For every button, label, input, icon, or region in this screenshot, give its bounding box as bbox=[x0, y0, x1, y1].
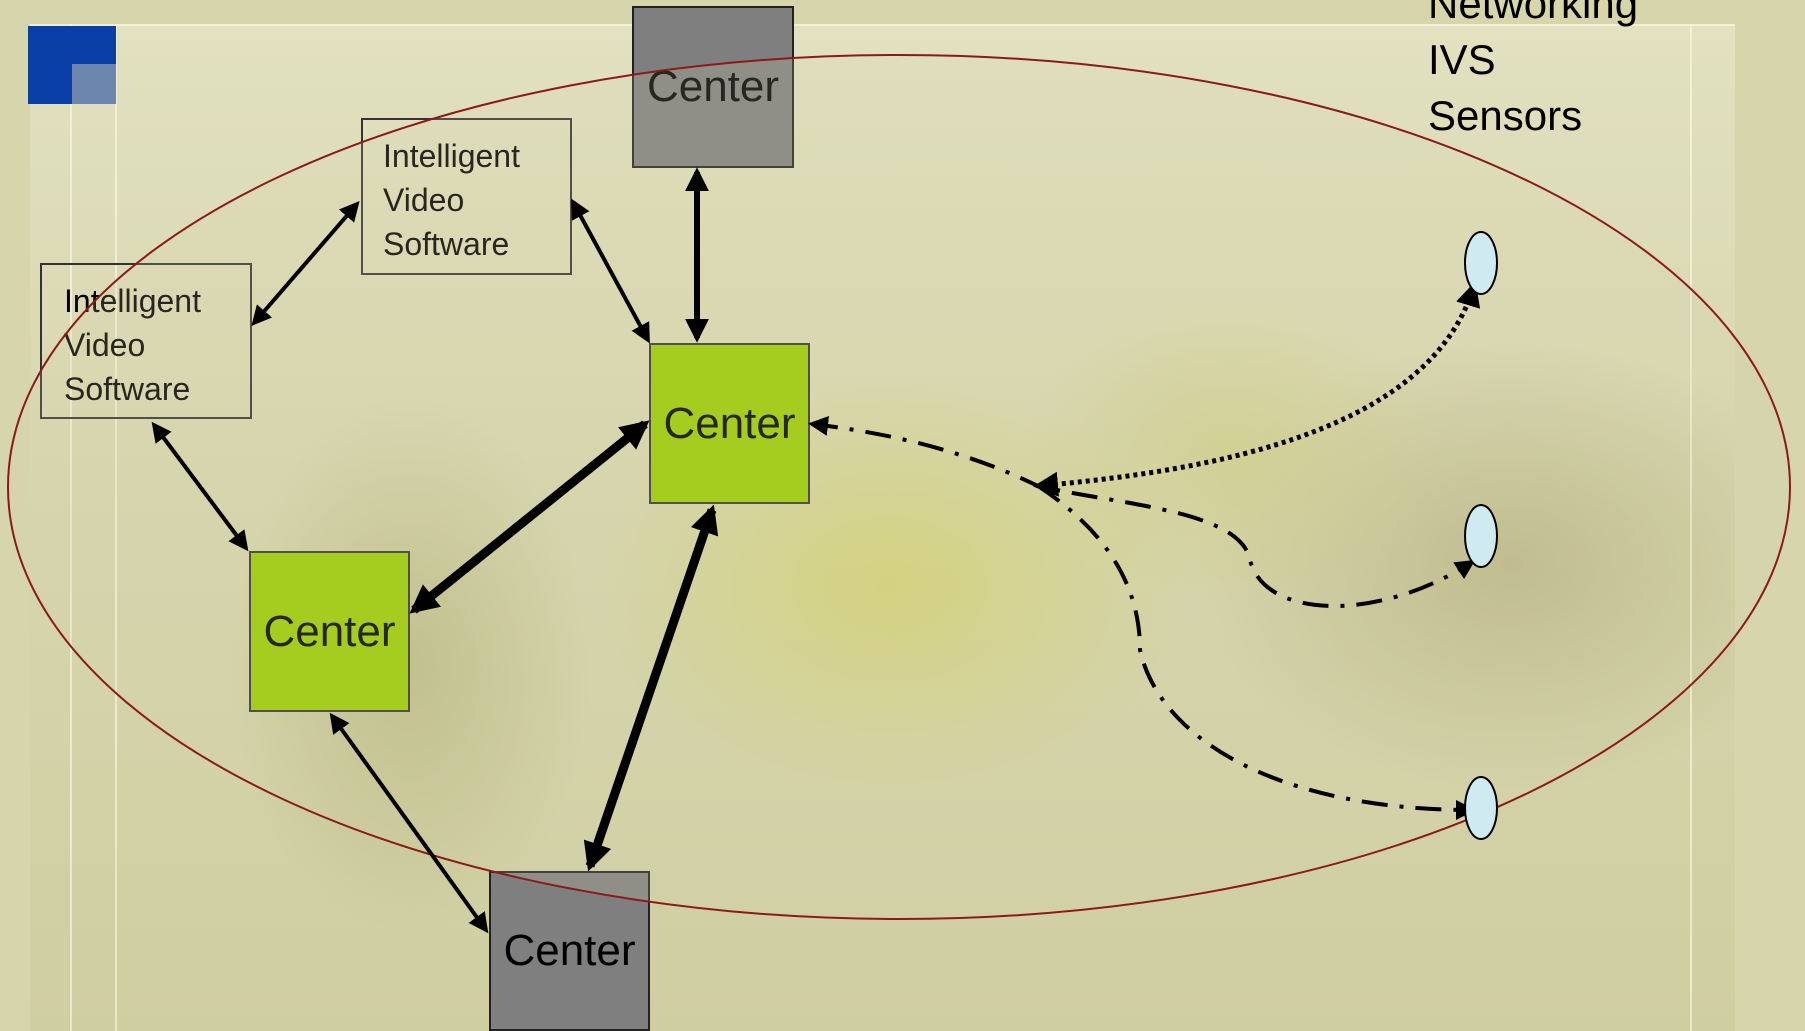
ivs-box-top-line1: Intelligent bbox=[383, 134, 570, 178]
legend-sensors: Sensors bbox=[1428, 92, 1583, 139]
link-ivs-left-to-ivs-top bbox=[251, 200, 360, 327]
link-ivs-left-to-center-left bbox=[151, 421, 249, 552]
sensor-middle-icon bbox=[1464, 504, 1498, 568]
ivs-box-left-line1: Intelligent bbox=[64, 279, 250, 323]
legend-ivs: IVS bbox=[1428, 36, 1496, 83]
legend: Networking IVS Sensors bbox=[1428, 0, 1638, 144]
link-center-main-to-center-bottom bbox=[583, 504, 719, 872]
center-node-main-green: Center bbox=[649, 343, 810, 504]
center-node-top-gray: Center bbox=[632, 6, 794, 168]
logo-square-accent-icon bbox=[72, 64, 116, 104]
sensor-bottom-icon bbox=[1464, 776, 1498, 840]
legend-networking: Networking bbox=[1428, 0, 1639, 27]
network-ellipse bbox=[7, 54, 1791, 920]
center-node-left-green-label: Center bbox=[263, 607, 395, 657]
frame-line-top bbox=[30, 24, 1735, 26]
ivs-box-left: Intelligent Video Software bbox=[40, 263, 252, 419]
link-ivs-top-to-center-main bbox=[571, 198, 650, 344]
link-center-main-to-center-left bbox=[409, 420, 650, 614]
ivs-box-left-line2: Video bbox=[64, 323, 250, 367]
sensor-top-icon bbox=[1464, 231, 1498, 295]
center-node-main-green-label: Center bbox=[663, 399, 795, 449]
center-node-left-green: Center bbox=[249, 551, 410, 712]
link-center-main-to-sensor-middle bbox=[808, 415, 1476, 608]
ivs-box-top-line3: Software bbox=[383, 222, 570, 266]
frame-line-left bbox=[70, 24, 72, 1031]
ivs-box-left-line3: Software bbox=[64, 367, 250, 411]
center-node-bottom-gray-label: Center bbox=[503, 926, 636, 975]
link-hub-to-sensor-bottom bbox=[1036, 484, 1476, 820]
link-hub-to-sensor-top bbox=[1033, 281, 1481, 497]
ivs-box-top: Intelligent Video Software bbox=[361, 118, 572, 275]
frame-line-right bbox=[1690, 24, 1692, 1031]
ivs-box-top-line2: Video bbox=[383, 178, 570, 222]
link-center-left-to-center-bottom bbox=[329, 712, 489, 934]
frame-line-left-inner bbox=[115, 24, 117, 1031]
